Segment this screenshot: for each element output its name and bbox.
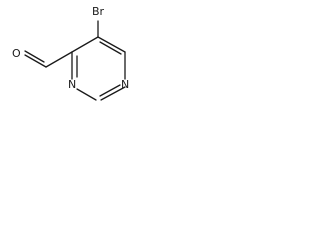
atom-label-bromine: Br	[92, 5, 105, 18]
atom-label-oxygen: O	[12, 47, 21, 60]
bond-c5-c6-inner	[99, 41, 122, 55]
bond-c-o	[24, 54, 47, 68]
molecule-canvas: Br N N O	[0, 0, 154, 121]
molecule-structure: Br N N O	[12, 5, 129, 101]
atom-label-nitrogen-3: N	[68, 78, 76, 91]
bond-n1-c2	[100, 86, 126, 101]
bond-c2-n3	[76, 88, 97, 101]
bond-c4-c5	[71, 36, 99, 53]
atom-label-nitrogen-1: N	[121, 78, 129, 91]
bond-c4-cho	[45, 51, 73, 68]
bond-c-o-inner	[24, 50, 45, 63]
bond-c5-c6	[97, 36, 126, 53]
bond-n1-c2-inner	[99, 84, 121, 97]
